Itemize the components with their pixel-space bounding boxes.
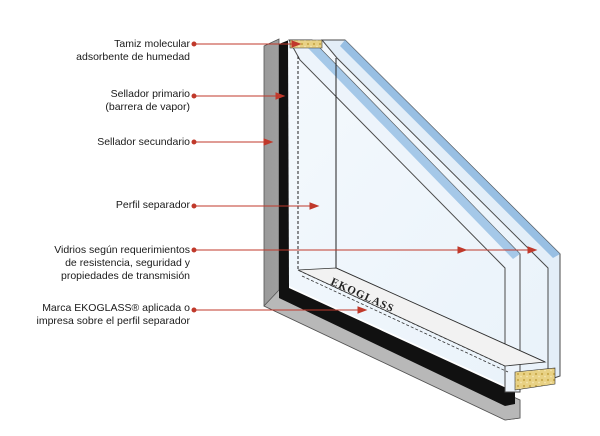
desiccant-top <box>289 39 323 49</box>
label-sellador-primario-line2: (barrera de vapor) <box>105 101 190 113</box>
label-vidrios: Vidrios según requerimientos de resisten… <box>54 244 190 283</box>
spacer-bottom <box>297 267 547 367</box>
label-vidrios-line2: de resistencia, seguridad y <box>65 257 190 269</box>
label-marca: Marca EKOGLASS® aplicada o impresa sobre… <box>37 302 191 328</box>
label-tamiz: Tamiz molecular adsorbente de humedad <box>76 38 190 64</box>
label-marca-line2: impresa sobre el perfil separador <box>36 315 191 327</box>
label-tamiz-line2: adsorbente de humedad <box>76 51 190 63</box>
label-vidrios-line3: propiedades de transmisión <box>61 270 190 282</box>
label-perfil: Perfil separador <box>116 199 190 212</box>
label-sellador-primario: Sellador primario (barrera de vapor) <box>105 88 190 114</box>
label-tamiz-line1: Tamiz molecular <box>114 38 190 50</box>
sealant-band <box>279 40 515 406</box>
label-sellador-secundario-line1: Sellador secundario <box>97 136 190 148</box>
leader-lines <box>191 40 538 314</box>
label-sellador-primario-line1: Sellador primario <box>110 88 190 100</box>
bottom-face <box>263 289 521 421</box>
label-sellador-secundario: Sellador secundario <box>97 136 190 149</box>
pane-edge-front <box>306 40 520 259</box>
label-vidrios-line1: Vidrios según requerimientos <box>54 244 190 256</box>
label-perfil-line1: Perfil separador <box>115 199 190 211</box>
label-marca-line1: Marca EKOGLASS® aplicada o <box>42 302 190 314</box>
glass-area <box>288 40 560 390</box>
spacer-bottom-dash <box>301 275 509 373</box>
pane-edge-rear <box>340 40 560 258</box>
desiccant-bottom <box>514 367 556 391</box>
